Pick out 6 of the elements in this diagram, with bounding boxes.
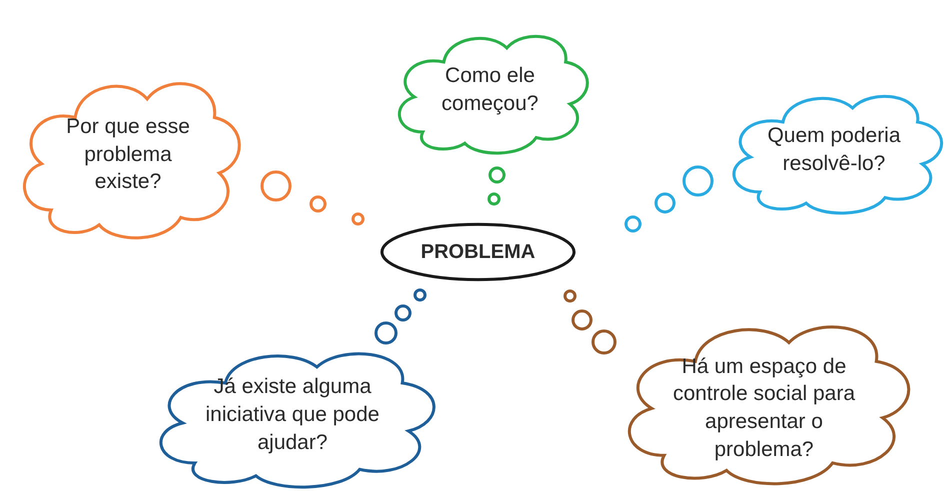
question-text: Como ele começou? [440,63,540,117]
question-text: Quem poderia resolvê-lo? [766,123,902,177]
center-label: PROBLEMA [420,240,536,265]
question-text: Há um espaço de controle social para apresentar o problema? [672,354,856,463]
question-text: Já existe alguma iniciativa que pode ajudar? [204,374,380,456]
question-text: Por que esse problema existe? [65,114,191,196]
